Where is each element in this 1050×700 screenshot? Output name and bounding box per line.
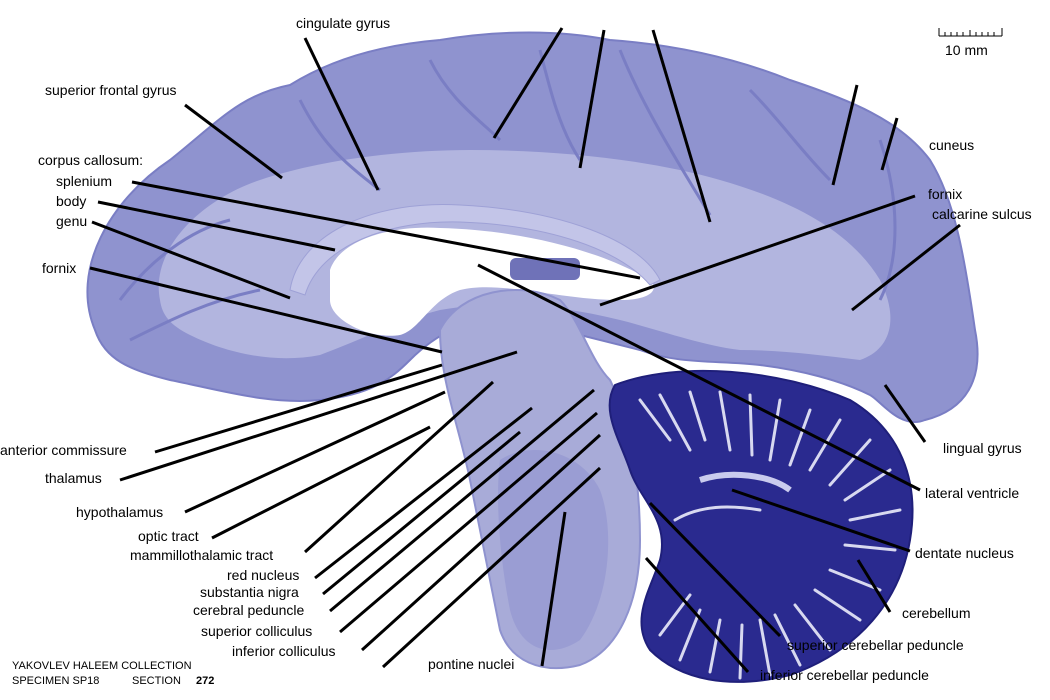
ventricle-cavity [330, 227, 654, 336]
label-corpus-callosum: corpus callosum: [38, 152, 144, 168]
label-calcarine-sulcus: calcarine sulcus [932, 206, 1032, 222]
credit-section-label: SECTION [132, 675, 181, 687]
scale-bar [938, 28, 1003, 37]
label-genu: genu [56, 213, 88, 229]
label-cerebellum: cerebellum [902, 605, 971, 621]
label-superior-cerebellar-peduncle: superior cerebellar peduncle [787, 637, 964, 653]
credit-collection: YAKOVLEV HALEEM COLLECTION [12, 660, 192, 672]
label-anterior-commissure: anterior commissure [0, 442, 127, 458]
label-cerebral-peduncle: cerebral peduncle [193, 602, 305, 618]
label-fornix-right: fornix [928, 186, 963, 202]
cerebellar-folia [638, 390, 902, 680]
label-thalamus: thalamus [45, 470, 102, 486]
label-mammillothalamic-tract: mammillothalamic tract [130, 547, 274, 563]
label-cuneus: cuneus [929, 137, 975, 153]
gyral-folds [118, 49, 897, 342]
label-cingulate-gyrus: cingulate gyrus [296, 15, 391, 31]
label-inferior-cerebellar-peduncle: inferior cerebellar peduncle [760, 667, 929, 683]
credit-specimen: SPECIMEN SP18 [12, 675, 100, 687]
label-body: body [56, 193, 87, 209]
label-red-nucleus: red nucleus [227, 567, 300, 583]
credit-section-number: 272 [196, 675, 214, 688]
scale-bar-label: 10 mm [945, 42, 988, 58]
label-lingual-gyrus: lingual gyrus [943, 440, 1022, 456]
leader-lines [89, 27, 961, 674]
label-substantia-nigra: substantia nigra [200, 584, 299, 600]
label-hypothalamus: hypothalamus [76, 504, 164, 520]
label-dentate-nucleus: dentate nucleus [915, 545, 1014, 561]
corpus-callosum [289, 203, 661, 296]
label-inferior-colliculus: inferior colliculus [232, 643, 336, 659]
label-pontine-nuclei: pontine nuclei [428, 656, 515, 672]
label-lateral-ventricle: lateral ventricle [925, 485, 1020, 501]
label-splenium: splenium [56, 173, 113, 189]
section-number: 272 [196, 675, 215, 687]
label-fornix-left: fornix [42, 260, 77, 276]
pons [498, 450, 609, 650]
label-superior-frontal-gyrus: superior frontal gyrus [45, 82, 177, 98]
cerebellum-section [608, 369, 914, 683]
dentate-nucleus-shape [699, 471, 792, 493]
label-optic-tract: optic tract [138, 528, 199, 544]
label-superior-colliculus: superior colliculus [201, 623, 313, 639]
